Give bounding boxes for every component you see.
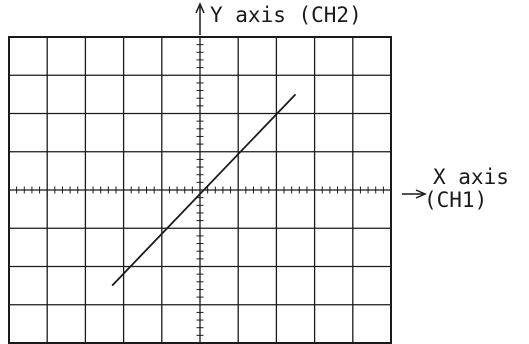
axis-arrows bbox=[195, 2, 427, 199]
graticule-grid bbox=[8, 36, 392, 344]
x-axis-arrow-head bbox=[415, 189, 427, 199]
x-axis-channel-label: (CH1) bbox=[424, 188, 488, 212]
y-axis-arrow-head bbox=[195, 2, 205, 14]
graticule-center-ticks bbox=[16, 44, 384, 336]
trace-group bbox=[111, 93, 297, 287]
y-axis-label: Y axis (CH2) bbox=[210, 3, 362, 27]
xy-trace-line bbox=[111, 93, 297, 287]
x-axis-label: X axis bbox=[433, 165, 509, 189]
